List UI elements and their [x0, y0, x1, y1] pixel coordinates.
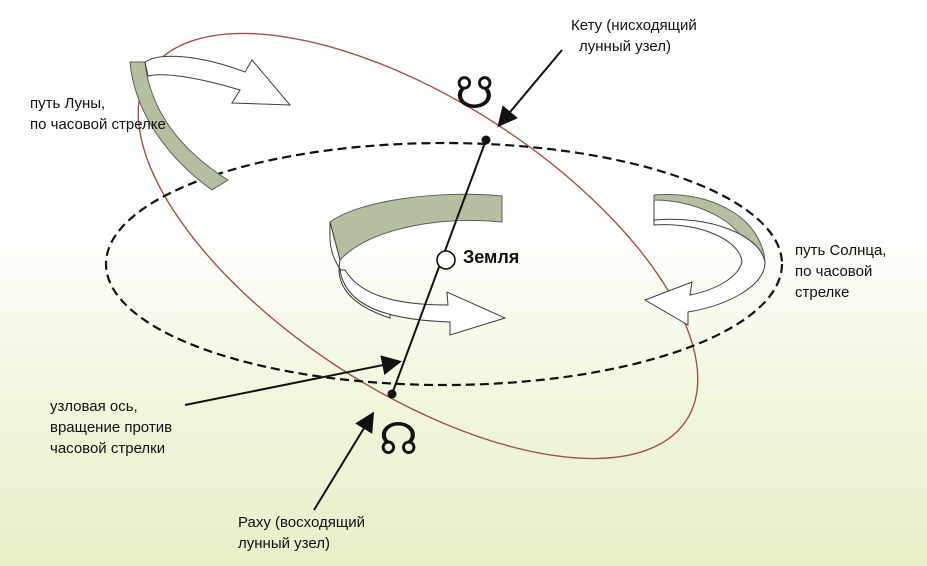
sun-path-label-line-3: стрелке [795, 284, 850, 301]
nodal-axis-label-line-3: часовой стрелки [50, 440, 166, 457]
rahu-node-point [387, 389, 397, 399]
moon-path-label: путь Луны, по часовой стрелке [30, 93, 166, 135]
ketu-label: Кету (нисходящий лунный узел) [571, 15, 697, 57]
ketu-label-line-1: Кету (нисходящий [571, 17, 697, 34]
earth-label: Земля [463, 247, 520, 267]
nodal-axis-line [391, 139, 487, 395]
rahu-pointer-arrow [313, 411, 375, 511]
moon-path-label-line-2: по часовой стрелке [30, 116, 166, 133]
rahu-label: Раху (восходящий лунный узел) [238, 512, 365, 554]
ketu-pointer-arrow [497, 49, 563, 128]
rahu-label-line-1: Раху (восходящий [238, 514, 365, 531]
earth-circle [436, 250, 456, 270]
ketu-label-line-2: лунный узел) [579, 38, 671, 55]
sun-path-arrow [643, 193, 766, 326]
moon-path-label-line-1: путь Луны, [30, 95, 106, 112]
sun-path-label-line-2: по часовой [795, 263, 873, 280]
ketu-node-point [481, 135, 491, 145]
ketu-symbol-icon: ☋ [455, 68, 495, 119]
sun-orbit-ellipse [104, 141, 784, 387]
nodal-axis-label: узловая ось, вращение против часовой стр… [50, 396, 172, 459]
nodal-axis-label-line-1: узловая ось, [50, 398, 138, 415]
rahu-symbol-icon: ☊ [379, 414, 419, 465]
sun-path-label: путь Солнца, по часовой стрелке [795, 240, 886, 303]
nodal-axis-label-line-2: вращение против [50, 419, 173, 436]
rahu-label-line-2: лунный узел) [238, 535, 330, 552]
nodal-axis-pointer-arrow [184, 355, 402, 406]
moon-path-arrow [129, 55, 292, 191]
sun-path-label-line-1: путь Солнца, [795, 242, 887, 259]
